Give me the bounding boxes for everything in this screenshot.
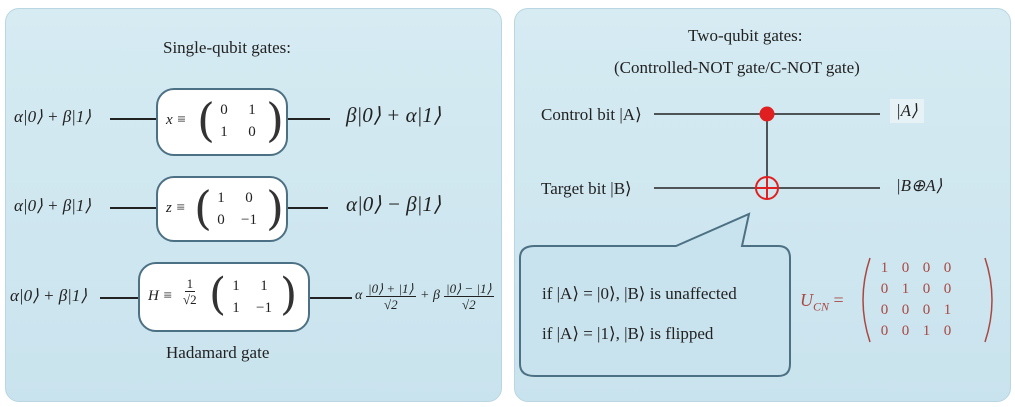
x-matrix-cell: 1 bbox=[248, 102, 256, 118]
ucn-bracket-left bbox=[862, 257, 871, 343]
ucn-cell: 0 bbox=[943, 323, 952, 339]
ucn-cell: 0 bbox=[943, 281, 952, 297]
ucn-cell: 1 bbox=[922, 323, 931, 339]
z-matrix-cell: 0 bbox=[217, 212, 225, 228]
ucn-cell: 0 bbox=[901, 302, 910, 318]
h-output-a-denominator: √2 bbox=[383, 297, 398, 312]
h-output-b-numerator: |0⟩ − |1⟩ bbox=[444, 281, 494, 297]
h-coef-denominator: √2 bbox=[183, 292, 197, 307]
z-wire-out bbox=[288, 207, 328, 209]
z-wire-in bbox=[110, 207, 156, 209]
x-gate-lhs: x ≡ bbox=[166, 112, 187, 128]
ucn-label: UCN = bbox=[800, 290, 844, 315]
bubble-line-1: if |A⟩ = |0⟩, |B⟩ is unaffected bbox=[542, 284, 737, 303]
ucn-cell: 0 bbox=[943, 260, 952, 276]
h-paren-right: ) bbox=[280, 269, 298, 320]
h-coef-numerator: 1 bbox=[184, 276, 196, 292]
h-matrix-cell: −1 bbox=[256, 300, 272, 316]
z-paren-left: ( bbox=[194, 181, 212, 235]
ucn-letter: U bbox=[800, 290, 813, 310]
h-matrix-cell: 1 bbox=[260, 278, 268, 294]
ucn-cell: 1 bbox=[943, 302, 952, 318]
ucn-cell: 0 bbox=[880, 302, 889, 318]
control-dot bbox=[759, 106, 775, 122]
ucn-matrix: 1 0 0 0 0 1 0 0 0 0 0 1 0 0 1 0 bbox=[874, 258, 958, 342]
x-paren-right: ) bbox=[266, 93, 284, 147]
x-matrix-cell: 0 bbox=[220, 102, 228, 118]
x-matrix-cell: 1 bbox=[220, 124, 228, 140]
x-output-state: β|0⟩ + α|1⟩ bbox=[346, 103, 442, 127]
hadamard-caption: Hadamard gate bbox=[166, 343, 270, 362]
ucn-cell: 0 bbox=[880, 323, 889, 339]
h-wire-out bbox=[310, 297, 352, 299]
h-output-alpha: α bbox=[355, 288, 363, 303]
ucn-equals: = bbox=[833, 290, 844, 310]
target-xor-symbol bbox=[755, 176, 779, 200]
ucn-cell: 0 bbox=[901, 323, 910, 339]
control-output-state: |A⟩ bbox=[890, 99, 924, 123]
x-input-state: α|0⟩ + β|1⟩ bbox=[14, 107, 91, 126]
speech-bubble bbox=[519, 212, 791, 377]
z-matrix-cell: 1 bbox=[217, 190, 225, 206]
target-output-state: |B⊕A⟩ bbox=[896, 176, 943, 195]
z-matrix-cell: 0 bbox=[245, 190, 253, 206]
bubble-line-2: if |A⟩ = |1⟩, |B⟩ is flipped bbox=[542, 324, 714, 343]
z-output-state: α|0⟩ − β|1⟩ bbox=[346, 192, 442, 216]
two-qubit-subtitle: (Controlled-NOT gate/C-NOT gate) bbox=[614, 58, 860, 77]
x-gate-box bbox=[156, 88, 288, 156]
h-matrix: 1 1 1 −1 bbox=[222, 275, 278, 319]
h-gate-lhs: H ≡ bbox=[148, 288, 173, 304]
x-matrix-cell: 0 bbox=[248, 124, 256, 140]
h-wire-in bbox=[100, 297, 138, 299]
h-output-frac-b: |0⟩ − |1⟩ √2 bbox=[444, 281, 494, 312]
x-paren-left: ( bbox=[197, 93, 215, 147]
h-matrix-cell: 1 bbox=[232, 300, 240, 316]
ucn-cell: 0 bbox=[880, 281, 889, 297]
ucn-cell: 0 bbox=[922, 260, 931, 276]
ucn-cell: 1 bbox=[880, 260, 889, 276]
h-coefficient: 1 √2 bbox=[183, 276, 197, 307]
h-paren-left: ( bbox=[209, 269, 227, 320]
h-output-a-numerator: |0⟩ + |1⟩ bbox=[366, 281, 416, 297]
single-qubit-title: Single-qubit gates: bbox=[163, 38, 291, 57]
z-gate-lhs: z ≡ bbox=[166, 200, 186, 216]
x-wire-out bbox=[288, 118, 330, 120]
z-gate-box bbox=[156, 176, 288, 242]
z-input-state: α|0⟩ + β|1⟩ bbox=[14, 196, 91, 215]
x-matrix: 0 1 1 0 bbox=[210, 99, 266, 143]
z-matrix: 1 0 0 −1 bbox=[207, 187, 263, 231]
z-matrix-cell: −1 bbox=[241, 212, 257, 228]
h-output-plus-beta: + β bbox=[420, 288, 440, 303]
x-wire-in bbox=[110, 118, 156, 120]
h-input-state: α|0⟩ + β|1⟩ bbox=[10, 286, 87, 305]
h-output-frac-a: |0⟩ + |1⟩ √2 bbox=[366, 281, 416, 312]
ucn-cell: 0 bbox=[922, 281, 931, 297]
ucn-cell: 0 bbox=[901, 260, 910, 276]
ucn-bracket-right bbox=[984, 257, 993, 343]
h-output-b-denominator: √2 bbox=[461, 297, 476, 312]
target-bit-label: Target bit |B⟩ bbox=[541, 179, 632, 198]
h-matrix-cell: 1 bbox=[232, 278, 240, 294]
two-qubit-title: Two-qubit gates: bbox=[688, 26, 803, 45]
h-gate-box bbox=[138, 262, 310, 332]
ucn-subscript: CN bbox=[813, 299, 830, 314]
ucn-cell: 0 bbox=[922, 302, 931, 318]
control-bit-label: Control bit |A⟩ bbox=[541, 105, 642, 124]
ucn-cell: 1 bbox=[901, 281, 910, 297]
z-paren-right: ) bbox=[266, 181, 284, 235]
